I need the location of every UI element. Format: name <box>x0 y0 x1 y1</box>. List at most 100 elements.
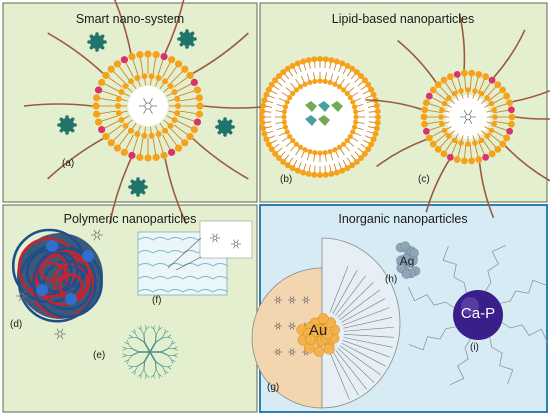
lipid-head <box>160 52 168 61</box>
lipid-head <box>107 65 115 73</box>
dendrimer-branch <box>160 348 169 353</box>
drug-pocket <box>65 293 78 305</box>
lipid-head <box>361 77 368 84</box>
dendrimer-branch <box>131 351 140 356</box>
dendrimer-branch <box>128 336 133 339</box>
dendrimer-branch <box>143 369 147 375</box>
dendrimer-branch <box>127 340 129 345</box>
lipid-head <box>181 139 189 147</box>
lipid-head <box>460 69 468 77</box>
encapsulated-drug <box>318 101 330 112</box>
lipid-head <box>374 108 381 115</box>
dendrimer-branch <box>143 361 145 370</box>
ligand-spike <box>128 185 132 189</box>
lipid-head <box>297 84 304 90</box>
ligand-core <box>90 35 104 49</box>
silver-atom <box>408 256 418 266</box>
encapsulated-drug <box>331 101 343 112</box>
lipid-head <box>186 132 194 141</box>
lipid-head <box>440 76 448 84</box>
lipid-head <box>465 141 471 147</box>
drug-molecule <box>93 236 97 241</box>
lipid-head <box>484 95 490 101</box>
dendrimer-branch <box>143 351 151 362</box>
ligand-spike <box>130 179 135 184</box>
lipid-head <box>259 119 266 126</box>
dendrimer-branch <box>173 348 178 351</box>
lipid-head <box>155 74 162 81</box>
ligand-spike <box>193 37 197 41</box>
dendrimer-branch <box>150 374 155 378</box>
lipid-head <box>353 158 360 165</box>
lipid-head <box>340 87 347 93</box>
drug-molecule <box>22 290 26 295</box>
lipid-head <box>440 150 448 158</box>
lipid-head <box>506 127 514 135</box>
panel-lipid-title: Lipid-based nanoparticles <box>332 12 474 26</box>
drug-pocket <box>46 240 59 252</box>
lipid-head <box>281 119 287 125</box>
lipid-head <box>353 109 359 115</box>
dendrimer-branch <box>134 332 139 339</box>
dendrimer-branch <box>167 366 172 370</box>
zoom-line <box>175 256 202 271</box>
ligand-spike <box>130 190 135 195</box>
lipid-head <box>370 91 377 98</box>
dendrimer-branch <box>171 342 176 345</box>
lipid-head <box>351 124 358 130</box>
lipid-head <box>322 56 329 63</box>
peg-chain <box>47 32 104 74</box>
drug-molecule-ring <box>57 331 63 337</box>
dendrimer-branch <box>122 355 127 358</box>
ligand-spike <box>73 123 77 127</box>
drug-molecule <box>97 236 101 241</box>
lipid-head <box>148 132 155 139</box>
gold-atom <box>322 328 333 340</box>
drug-molecule <box>143 98 147 104</box>
network-strand <box>137 289 229 293</box>
network-strand <box>137 263 229 267</box>
surface-ligand <box>342 307 390 326</box>
gold-atom <box>305 333 317 345</box>
lipid-head <box>282 124 289 130</box>
lipid-head <box>482 153 490 161</box>
lipid-head <box>290 90 296 97</box>
lipid-head <box>175 103 181 109</box>
label-g: (g) <box>267 382 279 393</box>
lipid-head <box>328 170 335 177</box>
dendrimer-branch <box>128 365 133 368</box>
lipid-head <box>162 78 169 85</box>
lipid-head <box>127 78 134 85</box>
lipid-head <box>181 65 189 73</box>
label-f: (f) <box>152 295 161 306</box>
ligand-spike <box>89 45 94 50</box>
dendrimer-branch <box>155 361 163 367</box>
surface-ligand <box>337 347 375 383</box>
dendrimer-branch <box>143 334 145 343</box>
drug-pocket <box>82 250 95 262</box>
ligand-spike <box>95 32 99 36</box>
ligand-core <box>60 118 74 132</box>
dendrimer-branch <box>173 355 178 358</box>
lipid-head <box>333 169 340 176</box>
lipid-head <box>118 89 125 96</box>
dendrimer-branch <box>153 369 157 375</box>
ligand-spike <box>95 48 99 52</box>
lipid-head <box>439 121 445 127</box>
ligand-spike <box>185 29 189 33</box>
lipid-head <box>344 137 350 144</box>
cap-ligand <box>408 287 455 308</box>
lipid-head <box>272 77 279 84</box>
drug-molecule <box>468 118 473 125</box>
cap-ligand <box>450 338 471 385</box>
panel-polymeric-title: Polymeric nanoparticles <box>64 212 197 226</box>
dendrimer-branch <box>137 361 145 367</box>
lipid-head <box>94 86 103 94</box>
lipid-head <box>499 86 507 94</box>
lipid-head <box>475 156 483 164</box>
surface-ligand <box>335 275 366 316</box>
lipid-head <box>92 102 100 110</box>
lipid-head <box>458 88 464 94</box>
lipid-micelle-particle <box>365 13 550 219</box>
dendrimer-branch <box>167 355 172 361</box>
